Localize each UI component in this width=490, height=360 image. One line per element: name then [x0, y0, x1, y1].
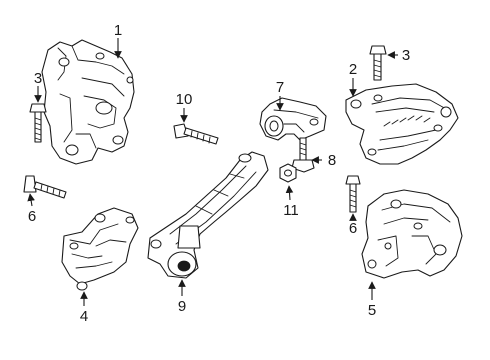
part-9-torque-rod	[147, 151, 269, 279]
callout-3-left: 3	[34, 70, 42, 87]
callout-2: 2	[349, 61, 357, 78]
part-3-bolt-right	[369, 45, 387, 81]
callout-11: 11	[283, 202, 299, 219]
callout-6-left: 6	[28, 208, 36, 225]
callout-8: 8	[328, 152, 336, 169]
callout-10: 10	[176, 91, 193, 108]
callout-5: 5	[368, 302, 376, 319]
part-2-transmission-mount	[345, 83, 459, 165]
leader-lines	[27, 38, 398, 306]
part-3-bolt-left	[29, 103, 47, 143]
callout-1: 1	[114, 22, 122, 39]
part-8-bolt	[291, 137, 315, 173]
part-10-bolt	[173, 123, 219, 145]
callout-6-right: 6	[349, 220, 357, 237]
callout-7: 7	[276, 79, 284, 96]
part-5-bracket	[361, 189, 463, 279]
leader-6-left	[27, 193, 35, 207]
callout-labels: 1 2 3 3 4 5 6 6 7 8 9 10 11	[28, 22, 410, 325]
part-6-bolt-left	[23, 175, 67, 199]
part-11-nut	[279, 163, 297, 183]
part-4-bracket	[61, 207, 139, 291]
callout-4: 4	[80, 308, 88, 325]
part-1-engine-mount	[41, 39, 135, 165]
callout-9: 9	[178, 298, 186, 315]
callout-3-right: 3	[402, 47, 410, 64]
leader-11	[285, 185, 294, 201]
part-7-mount-bracket	[259, 97, 327, 141]
part-6-bolt-right	[345, 175, 361, 213]
